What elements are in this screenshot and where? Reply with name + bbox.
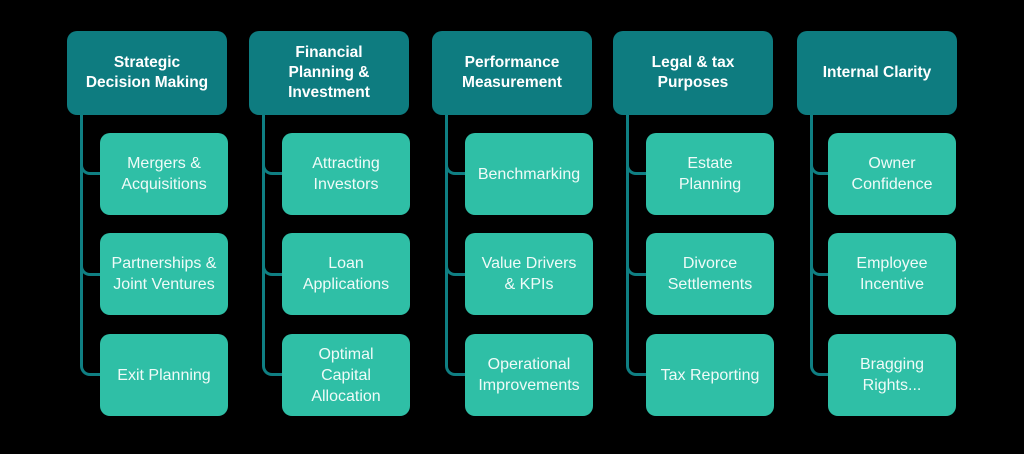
connector-line [445,115,465,376]
header-legal-tax-purposes: Legal & tax Purposes [613,31,773,115]
node-employee-incentive: Employee Incentive [828,233,956,315]
header-performance-measurement: Performance Measurement [432,31,592,115]
node-mergers-acquisitions: Mergers & Acquisitions [100,133,228,215]
connector-line [262,115,282,376]
node-divorce-settlements: Divorce Settlements [646,233,774,315]
node-optimal-capital-allocation: Optimal Capital Allocation [282,334,410,416]
node-partnerships-joint-ventures: Partnerships & Joint Ventures [100,233,228,315]
connector-line [810,115,830,376]
node-tax-reporting: Tax Reporting [646,334,774,416]
node-exit-planning: Exit Planning [100,334,228,416]
node-value-drivers-kpis: Value Drivers & KPIs [465,233,593,315]
connector-line [626,115,646,376]
node-bragging-rights: Bragging Rights... [828,334,956,416]
header-financial-planning-investment: Financial Planning & Investment [249,31,409,115]
header-strategic-decision-making: Strategic Decision Making [67,31,227,115]
node-attracting-investors: Attracting Investors [282,133,410,215]
connector-line [80,115,100,376]
node-loan-applications: Loan Applications [282,233,410,315]
node-owner-confidence: Owner Confidence [828,133,956,215]
node-operational-improvements: Operational Improvements [465,334,593,416]
node-estate-planning: Estate Planning [646,133,774,215]
node-benchmarking: Benchmarking [465,133,593,215]
header-internal-clarity: Internal Clarity [797,31,957,115]
